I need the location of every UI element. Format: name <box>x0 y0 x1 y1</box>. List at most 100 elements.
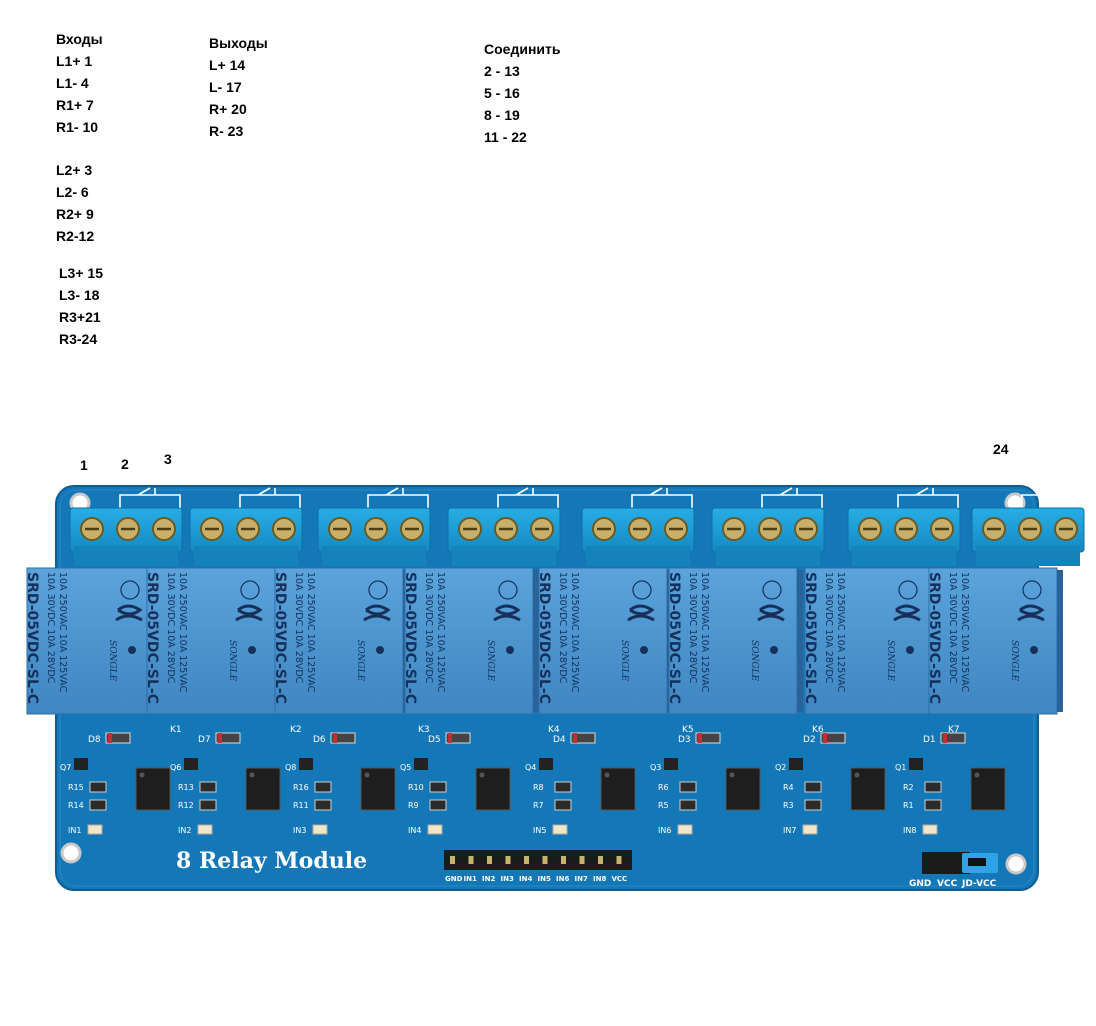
header-pin <box>487 856 492 864</box>
outputs-column: Выходы L+ 14 L- 17 R+ 20 R- 23 <box>209 32 268 142</box>
brand-logo-icon <box>235 604 263 622</box>
transistor-label: Q2 <box>775 763 786 772</box>
input-item: L3+ 15 <box>59 265 103 281</box>
input-item: R3-24 <box>59 331 98 347</box>
terminal-base <box>194 546 298 566</box>
relay-body <box>538 567 668 715</box>
header-pin <box>524 856 529 864</box>
connect-item: 5 - 16 <box>484 85 520 101</box>
cqc-mark <box>120 580 140 600</box>
relay-body <box>928 567 1058 715</box>
transistor <box>539 758 553 770</box>
relay-symbol <box>367 487 429 510</box>
optocoupler-dot <box>249 772 255 778</box>
resistor-label: R5 <box>658 801 669 810</box>
relay-dot <box>906 646 914 654</box>
relay-symbol <box>1021 487 1083 510</box>
output-item: R+ 20 <box>209 101 247 117</box>
diode-label: D8 <box>88 735 101 745</box>
cqc-mark <box>632 580 652 600</box>
header-pin <box>468 856 474 864</box>
diode <box>215 732 241 744</box>
terminal-base <box>452 546 556 566</box>
terminal-base <box>74 546 178 566</box>
inputs-title: Входы <box>56 31 103 47</box>
cqc-mark <box>1022 580 1042 600</box>
relay-model-text: SRD-05VDC-SL-C <box>802 572 818 704</box>
resistor <box>89 781 107 793</box>
relay-rating-text: 10A 250VAC 10A 125VAC <box>177 572 188 693</box>
optocoupler-dot <box>974 772 980 778</box>
jumper-block <box>922 852 970 874</box>
relay-dot <box>640 646 648 654</box>
relay-rating-text: 10A 250VAC 10A 125VAC <box>57 572 68 693</box>
relay-label: K8 <box>1072 725 1084 735</box>
relay-rating-text: 10A 30VDC 10A 28VDC <box>293 572 304 684</box>
input-led <box>197 824 213 835</box>
connect-item: 2 - 13 <box>484 63 520 79</box>
resistor-label: R11 <box>293 801 309 810</box>
relay-symbol <box>631 487 693 510</box>
resistor <box>314 799 332 811</box>
relay-rating-text: 10A 30VDC 10A 28VDC <box>823 572 834 684</box>
input-item: R3+21 <box>59 309 101 325</box>
relay-label: K5 <box>682 725 694 735</box>
terminal-base <box>586 546 690 566</box>
input-led-label: IN7 <box>783 826 796 835</box>
header-pin <box>561 856 566 864</box>
relay-model-text: SRD-05VDC-SL-C <box>536 572 552 704</box>
header-pin-label: IN1 <box>464 875 477 883</box>
relay-model-text: SRD-05VDC-SL-C <box>666 572 682 704</box>
resistor <box>554 781 572 793</box>
relay-shadow <box>533 570 539 712</box>
input-item: R2+ 9 <box>56 206 94 222</box>
input-led-label: IN8 <box>903 826 916 835</box>
input-led-label: IN3 <box>293 826 306 835</box>
relay-symbol <box>497 487 559 510</box>
relay-label: K1 <box>170 725 182 735</box>
input-item: L2- 6 <box>56 184 89 200</box>
diode <box>105 732 131 744</box>
resistor <box>429 799 447 811</box>
input-led <box>87 824 103 835</box>
diode-band <box>218 733 222 743</box>
relay-brand-text: SONGLE <box>355 640 365 682</box>
relay-dot <box>128 646 136 654</box>
power-label-jdvcc: JD-VCC <box>961 879 997 889</box>
transistor <box>414 758 428 770</box>
input-led <box>312 824 328 835</box>
input-led-label: IN5 <box>533 826 546 835</box>
header-pin-label: IN3 <box>501 875 514 883</box>
relay-body <box>274 567 404 715</box>
relay-rating-text: 10A 30VDC 10A 28VDC <box>165 572 176 684</box>
relay-label: K6 <box>812 725 824 735</box>
resistor <box>199 799 217 811</box>
transistor-label: Q7 <box>60 763 71 772</box>
resistor-label: R4 <box>783 783 794 792</box>
optocoupler-dot <box>479 772 485 778</box>
relay-brand-text: SONGLE <box>107 640 117 682</box>
resistor <box>89 799 107 811</box>
output-item: R- 23 <box>209 123 244 139</box>
diode-band <box>823 733 827 743</box>
mount-hole <box>60 842 82 864</box>
diode <box>330 732 356 744</box>
resistor <box>804 781 822 793</box>
transistor <box>184 758 198 770</box>
relay-dot <box>1030 646 1038 654</box>
diode-band <box>448 733 452 743</box>
relay-dot <box>506 646 514 654</box>
cqc-mark <box>368 580 388 600</box>
